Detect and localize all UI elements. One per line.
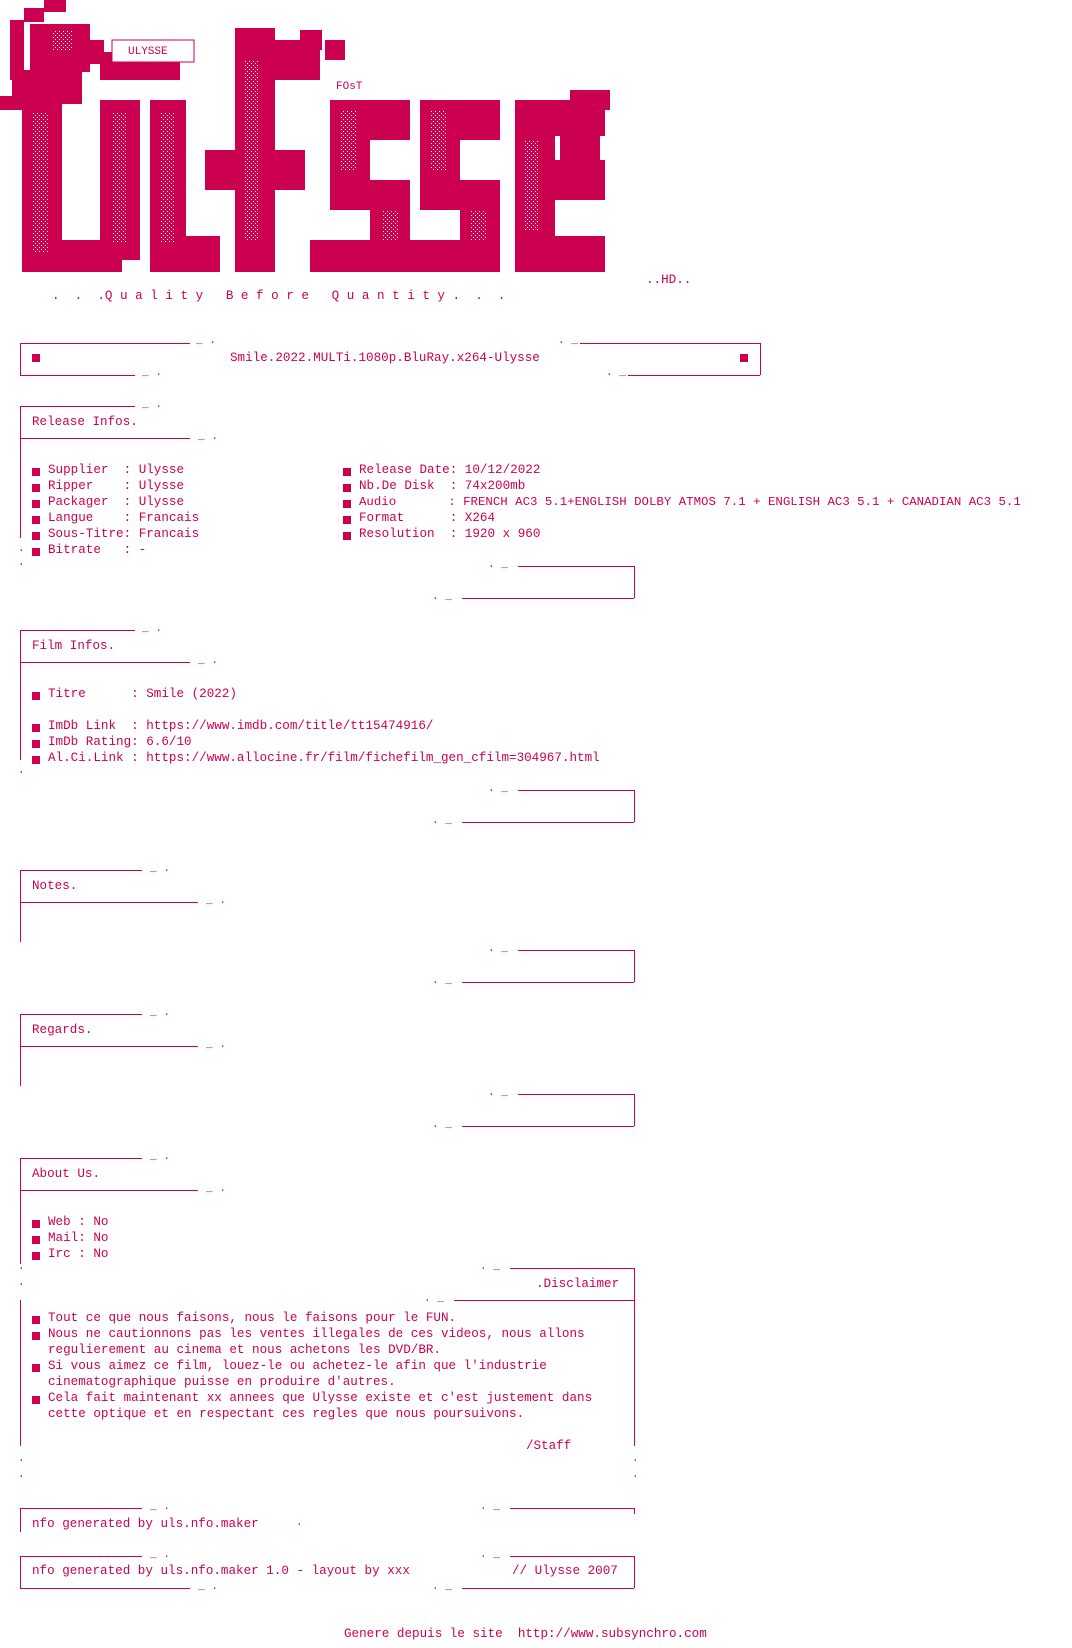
- ulysse-ascii-logo: [0, 0, 700, 304]
- staff-signature: /Staff: [526, 1439, 572, 1453]
- imdb-rating: ImDb Rating: 6.6/10: [48, 735, 192, 749]
- nfo-generated-full: nfo generated by uls.nfo.maker 1.0 - lay…: [32, 1564, 410, 1578]
- about-item: Irc : No: [48, 1247, 109, 1261]
- info-line: Audio : FRENCH AC3 5.1+ENGLISH DOLBY ATM…: [359, 495, 1021, 509]
- info-line: Bitrate : -: [48, 543, 147, 557]
- section-title: Film Infos.: [32, 639, 116, 653]
- about-item: Mail: No: [48, 1231, 109, 1245]
- info-line: Sous-Titre: Francais: [48, 527, 200, 541]
- allocine-link[interactable]: Al.Ci.Link : https://www.allocine.fr/fil…: [48, 751, 600, 765]
- info-line: Format : X264: [359, 511, 496, 525]
- info-line: Langue : Francais: [48, 511, 200, 525]
- group-year: // Ulysse 2007: [512, 1564, 618, 1578]
- about-item: Web : No: [48, 1215, 109, 1229]
- disclaimer-line: Cela fait maintenant xx annees que Ulyss…: [48, 1391, 593, 1405]
- info-line: Release Date: 10/12/2022: [359, 463, 541, 477]
- section-title: Notes.: [32, 879, 78, 893]
- tagline: . . .Q u a l i t y B e f o r e Q u a n t…: [52, 289, 506, 303]
- disclaimer-line: Nous ne cautionnons pas les ventes illeg…: [48, 1327, 585, 1341]
- hd-tag: ..HD..: [646, 273, 692, 287]
- fost-tag: FOsT: [336, 80, 363, 94]
- disclaimer-title: .Disclaimer: [536, 1277, 620, 1291]
- section-title: Regards.: [32, 1023, 93, 1037]
- info-line: Resolution : 1920 x 960: [359, 527, 541, 541]
- disclaimer-line: regulierement au cinema et nous achetons…: [48, 1343, 441, 1357]
- info-line: Packager : Ulysse: [48, 495, 185, 509]
- crew-tag: ULYSSE: [128, 46, 168, 58]
- nfo-generated-short: nfo generated by uls.nfo.maker: [32, 1517, 259, 1531]
- release-name: Smile.2022.MULTi.1080p.BluRay.x264-Ulyss…: [230, 351, 540, 365]
- disclaimer-line: cinematographique puisse en produire d'a…: [48, 1375, 396, 1389]
- generated-site-line[interactable]: Genere depuis le site http://www.subsync…: [344, 1627, 707, 1641]
- section-title: Release Infos.: [32, 415, 138, 429]
- imdb-link[interactable]: ImDb Link : https://www.imdb.com/title/t…: [48, 719, 434, 733]
- film-title: Titre : Smile (2022): [48, 687, 237, 701]
- disclaimer-line: cette optique et en respectant ces regle…: [48, 1407, 525, 1421]
- info-line: Ripper : Ulysse: [48, 479, 185, 493]
- info-line: Nb.De Disk : 74x200mb: [359, 479, 526, 493]
- disclaimer-line: Tout ce que nous faisons, nous le faison…: [48, 1311, 457, 1325]
- info-line: Supplier : Ulysse: [48, 463, 185, 477]
- disclaimer-line: Si vous aimez ce film, louez-le ou achet…: [48, 1359, 547, 1373]
- section-title: About Us.: [32, 1167, 101, 1181]
